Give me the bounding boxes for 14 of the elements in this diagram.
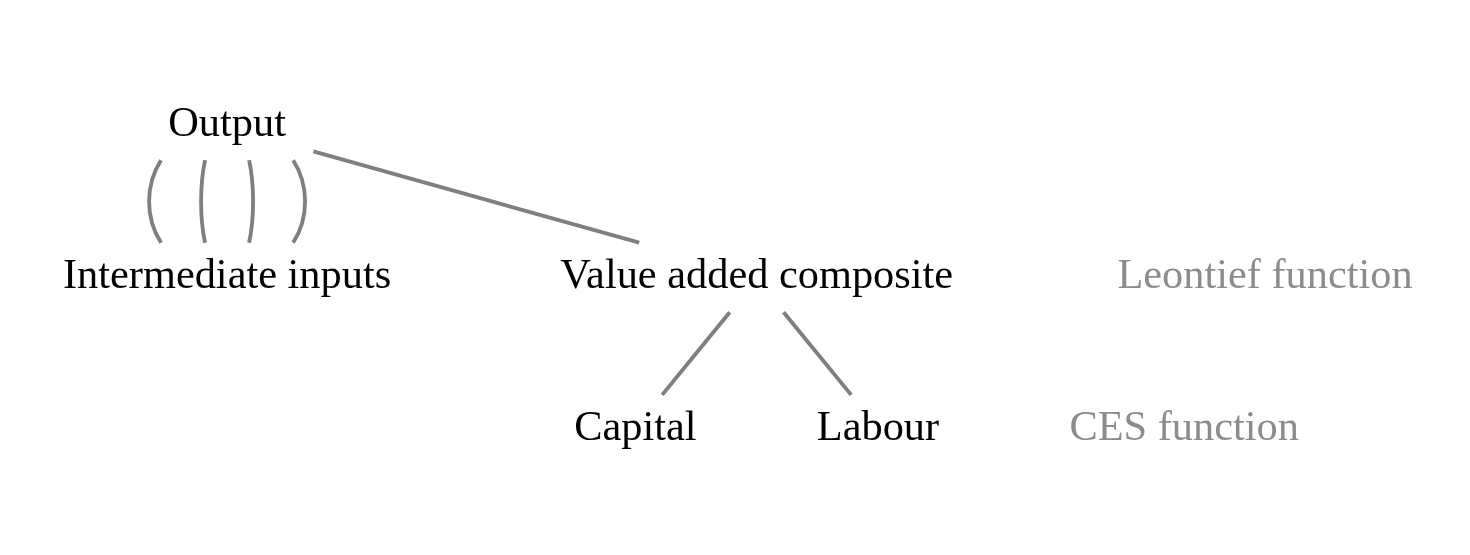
node-text: Output: [168, 98, 286, 146]
node-text: Capital: [574, 402, 697, 450]
connector: [147, 159, 163, 244]
connector: [247, 159, 255, 244]
connector: [199, 159, 207, 244]
connector: [291, 159, 307, 244]
node-text: Intermediate inputs: [62, 250, 392, 298]
connector: [782, 311, 853, 397]
node-text: Value added composite: [560, 250, 954, 298]
connector: [312, 149, 640, 245]
label: Leontief function: [1117, 250, 1413, 298]
node-text: Labour: [816, 402, 940, 450]
connector: [660, 311, 732, 397]
label: CES function: [1069, 402, 1299, 450]
